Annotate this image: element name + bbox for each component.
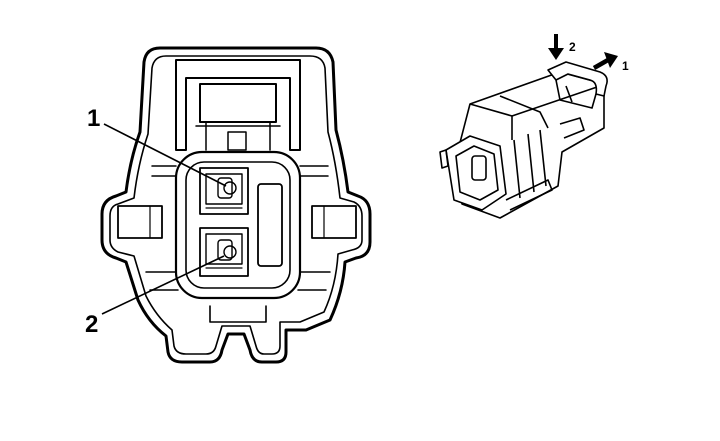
iso-front-face: [445, 135, 507, 211]
arrow-up-right-1: [592, 52, 618, 70]
connector-front-view: [100, 46, 372, 364]
polarizing-slot: [257, 183, 283, 267]
right-side-key: [311, 205, 357, 239]
terminal-insert-inner: [185, 161, 291, 289]
terminal-insert-outer: [174, 150, 302, 300]
bottom-key: [209, 305, 267, 323]
iso-cavity: [471, 155, 487, 181]
arrow-label-2: 2: [569, 40, 576, 54]
iso-release-latch: [547, 61, 608, 97]
latch-tab: [227, 131, 247, 151]
left-side-key: [117, 205, 163, 239]
housing-inner-outline: [109, 55, 363, 355]
callout-leaders: [101, 123, 227, 315]
callout-label-1: 1: [87, 105, 100, 132]
top-latch: [175, 59, 301, 151]
leader-line-2: [101, 255, 225, 315]
callout-label-2: 2: [85, 311, 98, 338]
arrow-label-1: 1: [622, 59, 629, 73]
leader-line-1: [103, 123, 227, 187]
terminal-cavity-2: [199, 227, 249, 277]
arrow-down-2: [548, 34, 564, 60]
housing-outer-outline: [100, 46, 372, 364]
connector-isometric-view: [439, 61, 608, 219]
terminal-cavity-1: [199, 167, 249, 215]
latch-window: [199, 83, 277, 123]
